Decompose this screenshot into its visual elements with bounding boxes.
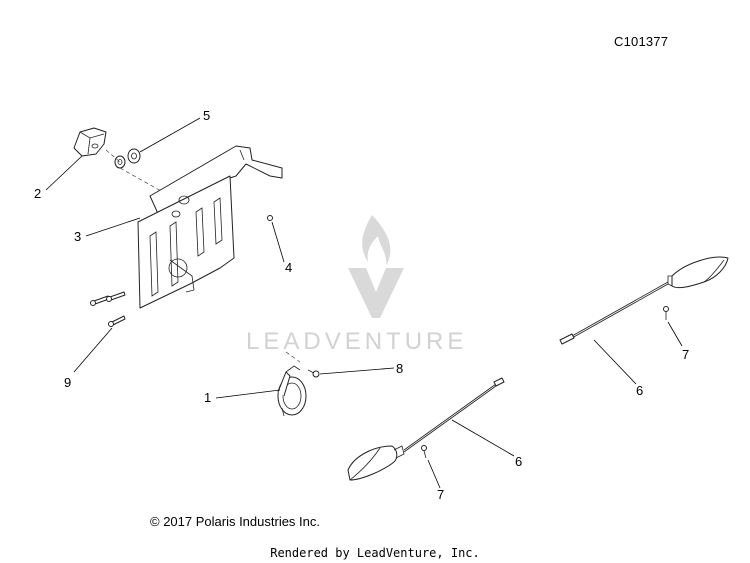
leader-lines bbox=[45, 117, 683, 489]
callout-6-right: 6 bbox=[636, 383, 643, 398]
callout-8: 8 bbox=[396, 361, 403, 376]
screw-parts bbox=[90, 291, 126, 327]
horn-assembly bbox=[277, 365, 307, 417]
callout-7-right: 7 bbox=[682, 347, 689, 362]
turn-signal-right bbox=[559, 256, 729, 345]
callout-9: 9 bbox=[64, 375, 71, 390]
watermark-text: LEADVENTURE bbox=[246, 328, 468, 355]
callout-3: 3 bbox=[74, 229, 81, 244]
diagram-id: C101377 bbox=[614, 34, 669, 49]
license-plate-bracket bbox=[137, 145, 283, 309]
nut-part bbox=[267, 215, 273, 221]
callout-6-left: 6 bbox=[515, 454, 522, 469]
turn-signal-screw-left bbox=[421, 445, 427, 459]
turn-signal-screw-right bbox=[663, 306, 669, 320]
horn-bolt bbox=[307, 369, 320, 378]
turn-signal-left bbox=[347, 377, 505, 481]
callout-5: 5 bbox=[203, 108, 210, 123]
callout-2: 2 bbox=[34, 186, 41, 201]
callout-1: 1 bbox=[204, 390, 211, 405]
rendered-by-footer: Rendered by LeadVenture, Inc. bbox=[270, 546, 480, 560]
leadventure-logo-icon bbox=[348, 215, 404, 318]
callout-7-left: 7 bbox=[437, 487, 444, 502]
tail-light-housing bbox=[73, 127, 107, 157]
callout-4: 4 bbox=[285, 260, 292, 275]
grommet-parts bbox=[114, 148, 141, 169]
copyright-notice: © 2017 Polaris Industries Inc. bbox=[150, 514, 320, 529]
